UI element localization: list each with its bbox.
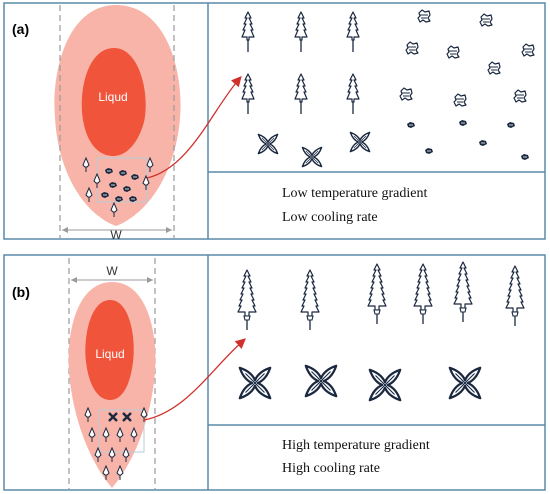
panel-a-width-arrowhead-right [166, 227, 172, 233]
panel-b-columnar-dendrites [237, 261, 525, 331]
panel-a: (a) Liqud W [3, 2, 546, 242]
panel-b-caption-line1: High temperature gradient [282, 438, 430, 453]
panel-b-caption-line2: High cooling rate [282, 461, 380, 476]
panel-b-label: (b) [12, 284, 30, 300]
panel-b-width-label: W [106, 264, 118, 278]
panel-a-width-label: W [110, 228, 122, 242]
panel-b-equiaxed-stars [238, 364, 482, 402]
panel-b-width-arrowhead-left [71, 277, 77, 283]
panel-a-scattered-grains [399, 9, 535, 161]
panel-b-width-arrowhead-right [147, 277, 153, 283]
panel-a-pool-label: Liqud [98, 90, 127, 104]
panel-a-width-arrowhead-left [62, 227, 68, 233]
panel-a-zoom-arrow [146, 76, 242, 179]
panel-a-label: (a) [12, 21, 29, 37]
panel-a-inner-pool [81, 48, 146, 156]
panel-a-caption-line2: Low cooling rate [282, 210, 378, 225]
panel-b-frame [3, 254, 546, 491]
panel-b-pool-label: Liqud [95, 347, 124, 361]
panel-b-zoom-box [98, 409, 145, 453]
panel-b-inner-pool [85, 300, 134, 400]
panel-a-frame [3, 2, 546, 240]
panel-a-equiaxed-stars [257, 131, 371, 168]
panel-a-columnar-dendrites [241, 11, 360, 115]
panel-b: (b) W Liqud [3, 254, 546, 491]
panel-b-zoom-arrow [143, 338, 246, 421]
panel-a-caption-line1: Low temperature gradient [282, 186, 427, 201]
